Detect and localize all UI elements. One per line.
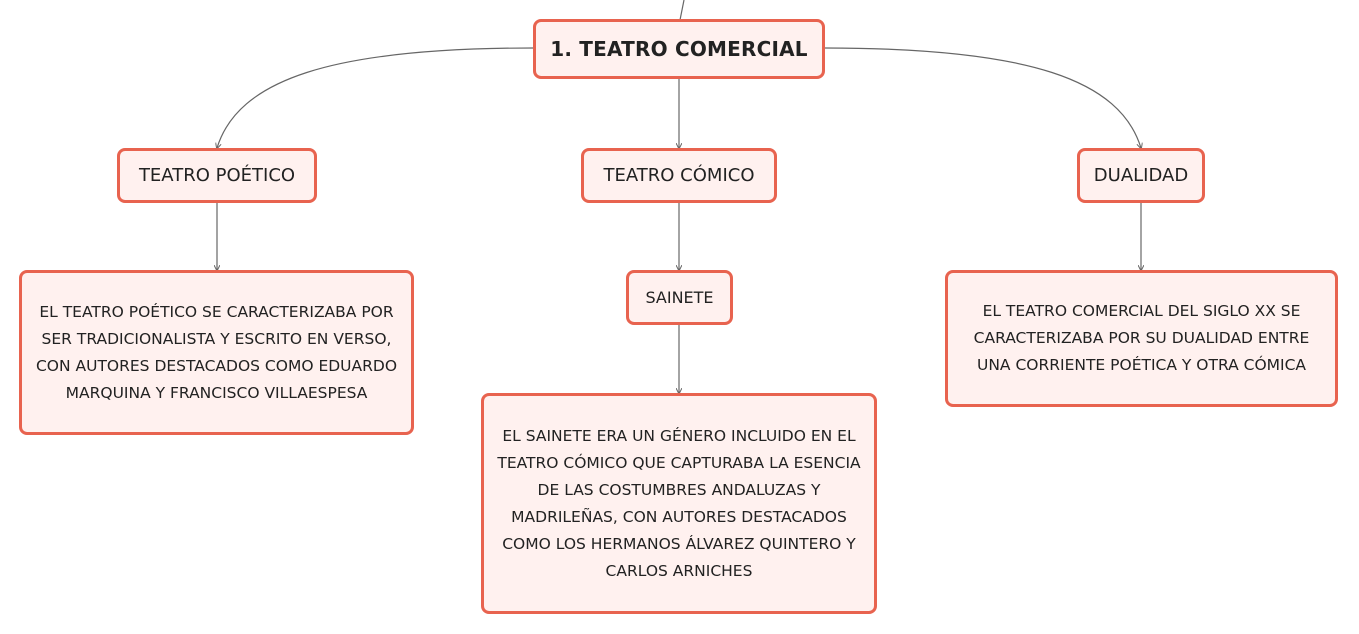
- node-teatro-poetico-label: TEATRO POÉTICO: [138, 165, 296, 186]
- node-teatro-poetico-description[interactable]: EL TEATRO POÉTICO SE CARACTERIZABA POR S…: [19, 270, 414, 435]
- connector-root-to-teatro-poetico: [217, 47, 534, 148]
- node-sainete-label: SAINETE: [645, 288, 714, 307]
- node-sainete-description[interactable]: EL SAINETE ERA UN GÉNERO INCLUIDO EN EL …: [481, 393, 877, 614]
- node-teatro-poetico[interactable]: TEATRO POÉTICO: [117, 148, 317, 203]
- node-dualidad-description[interactable]: EL TEATRO COMERCIAL DEL SIGLO XX SE CARA…: [945, 270, 1338, 407]
- root-node-title: 1. TEATRO COMERCIAL: [550, 37, 808, 61]
- root-node-teatro-comercial[interactable]: 1. TEATRO COMERCIAL: [533, 19, 825, 79]
- node-dualidad[interactable]: DUALIDAD: [1077, 148, 1205, 203]
- node-dualidad-label: DUALIDAD: [1093, 165, 1189, 186]
- connector-incoming: [679, 0, 685, 21]
- node-teatro-comico[interactable]: TEATRO CÓMICO: [581, 148, 777, 203]
- dualidad-description-text: EL TEATRO COMERCIAL DEL SIGLO XX SE CARA…: [973, 302, 1310, 374]
- node-sainete[interactable]: SAINETE: [626, 270, 733, 325]
- node-teatro-comico-label: TEATRO CÓMICO: [603, 165, 755, 186]
- connector-root-to-dualidad: [824, 47, 1141, 148]
- teatro-poetico-description-text: EL TEATRO POÉTICO SE CARACTERIZABA POR S…: [35, 302, 398, 402]
- sainete-description-text: EL SAINETE ERA UN GÉNERO INCLUIDO EN EL …: [497, 426, 861, 580]
